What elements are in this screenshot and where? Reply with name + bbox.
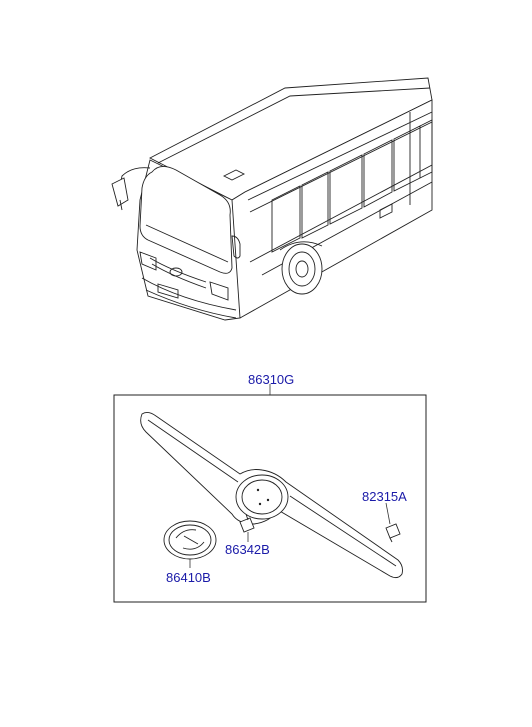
clip-part [385, 523, 401, 543]
mirror [111, 167, 151, 211]
label-82315A[interactable]: 82315A [362, 489, 407, 504]
bracket-part [239, 513, 255, 533]
leader-82315A [385, 502, 391, 525]
grille-bar [140, 411, 403, 579]
label-86310G[interactable]: 86310G [248, 372, 294, 387]
label-86410B[interactable]: 86410B [166, 570, 211, 585]
label-86342B[interactable]: 86342B [225, 542, 270, 557]
side-windows [271, 119, 433, 253]
emblem-part [163, 520, 217, 560]
front-wheel [279, 241, 323, 295]
bus-illustration [111, 77, 433, 321]
